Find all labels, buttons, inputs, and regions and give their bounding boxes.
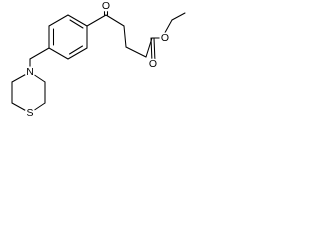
ring-bond-a bbox=[67, 14, 88, 27]
ring-nitrogen-mask bbox=[24, 66, 36, 78]
chain-bond-2 bbox=[123, 25, 127, 48]
ring-sulfur-mask bbox=[24, 107, 36, 119]
ring-sulfur-label: S bbox=[26, 107, 33, 119]
ring-inner-bond-2 bbox=[68, 45, 84, 55]
ring-inner-bond-1 bbox=[69, 19, 84, 29]
ketone-oxygen-mask bbox=[100, 0, 112, 12]
chemical-structure-diagram: O O O N S bbox=[11, 0, 186, 119]
benzene-ring bbox=[48, 14, 88, 60]
ring-bond-c bbox=[67, 47, 88, 60]
ester-carbonyl-oxygen-label: O bbox=[149, 58, 157, 70]
ketone-oxygen-label: O bbox=[102, 0, 110, 12]
ester-ether-oxygen-label: O bbox=[161, 32, 169, 44]
chain-bond-3 bbox=[125, 46, 147, 58]
ring-bond-f bbox=[48, 14, 69, 27]
ethyl-bond-2 bbox=[171, 12, 186, 21]
ester-carbonyl-oxygen-mask bbox=[147, 58, 159, 70]
ester-ether-oxygen-mask bbox=[159, 32, 171, 44]
keto-ester-chain bbox=[86, 9, 186, 63]
chain-bond-1 bbox=[105, 14, 125, 27]
bond-ring-to-ch2 bbox=[29, 47, 50, 60]
ring-bond-d bbox=[48, 47, 69, 60]
ring-nitrogen-label: N bbox=[26, 66, 34, 78]
ester-double-bond-1 bbox=[150, 37, 153, 63]
thiomorpholinylmethyl-group bbox=[11, 47, 50, 114]
ester-double-bond-2 bbox=[153, 37, 156, 63]
bond-ring-to-ketone-carbon bbox=[86, 14, 107, 27]
atom-labels: O O O N S bbox=[24, 0, 171, 119]
